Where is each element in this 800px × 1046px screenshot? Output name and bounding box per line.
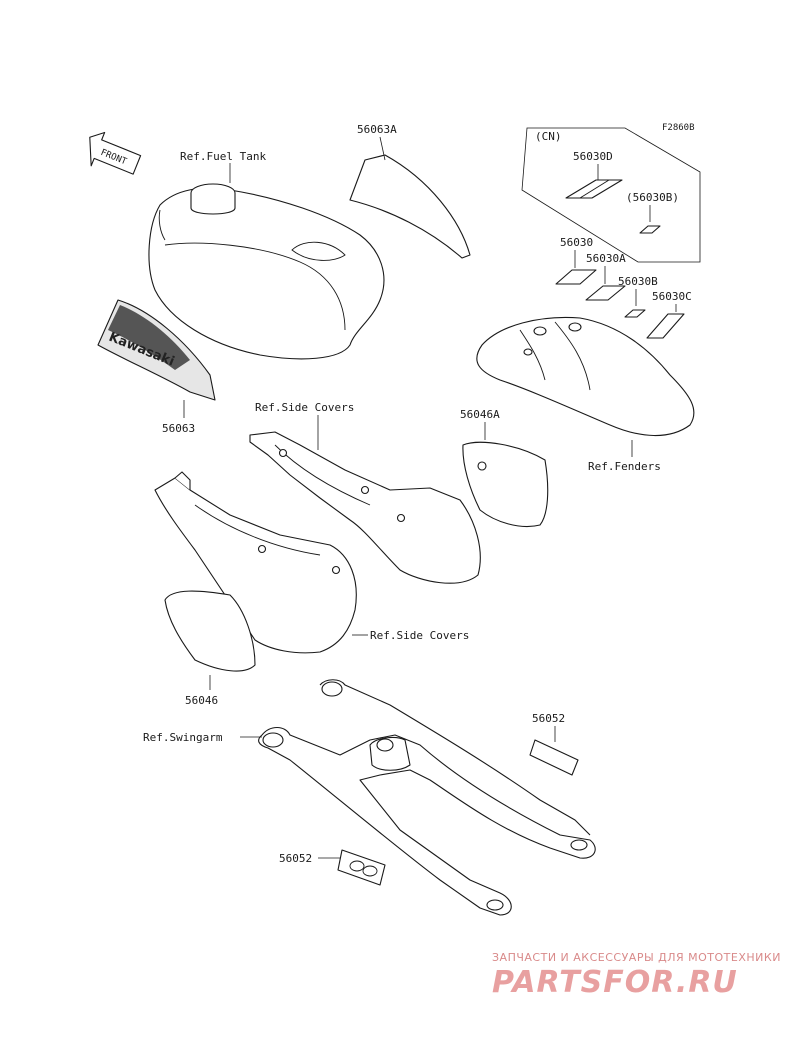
decal-56046 (164, 590, 256, 672)
label-fuel-tank: Ref.Fuel Tank (180, 150, 266, 163)
label-56030A: 56030A (586, 252, 626, 265)
decal-56046A (462, 441, 549, 528)
decal-56052-right (529, 739, 579, 776)
side-cover-upper (249, 431, 481, 584)
decal-56030D (565, 179, 623, 199)
label-cn: (CN) (535, 130, 562, 143)
label-56030B: 56030B (618, 275, 658, 288)
decal-56030C (646, 313, 685, 339)
decal-56052-left (337, 849, 386, 886)
leader-56063A (379, 136, 386, 161)
label-56030D: 56030D (573, 150, 613, 163)
label-side-covers-top: Ref.Side Covers (255, 401, 354, 414)
label-56030: 56030 (560, 236, 593, 249)
label-56046: 56046 (185, 694, 218, 707)
side-cover-lower (154, 471, 357, 654)
watermark-tagline: ЗАПЧАСТИ И АКСЕССУАРЫ ДЛЯ МОТОТЕХНИКИ (492, 951, 781, 964)
cn-inset-box (521, 127, 701, 263)
label-swingarm: Ref.Swingarm (143, 731, 223, 744)
decal-56030 (555, 269, 597, 285)
label-56052-right: 56052 (532, 712, 565, 725)
fuel-tank (148, 183, 385, 360)
label-56030B-cn: (56030B) (626, 191, 679, 204)
label-fenders: Ref.Fenders (588, 460, 661, 473)
swingarm (258, 679, 596, 916)
label-56046A: 56046A (460, 408, 500, 421)
decal-56030B (624, 309, 646, 318)
front-arrow: FRONT (89, 131, 142, 175)
decal-56030B-cn (639, 225, 661, 234)
label-56063: 56063 (162, 422, 195, 435)
label-56052-left: 56052 (279, 852, 312, 865)
decal-56063A (349, 154, 471, 259)
diagram-code: F2860B (662, 123, 695, 133)
label-56063A: 56063A (357, 123, 397, 136)
label-56030C: 56030C (652, 290, 692, 303)
watermark-logo: PARTSFOR.RU (492, 965, 738, 1000)
label-side-covers-bottom: Ref.Side Covers (370, 629, 469, 642)
decal-56030A (585, 285, 626, 301)
rear-fender (476, 316, 695, 437)
